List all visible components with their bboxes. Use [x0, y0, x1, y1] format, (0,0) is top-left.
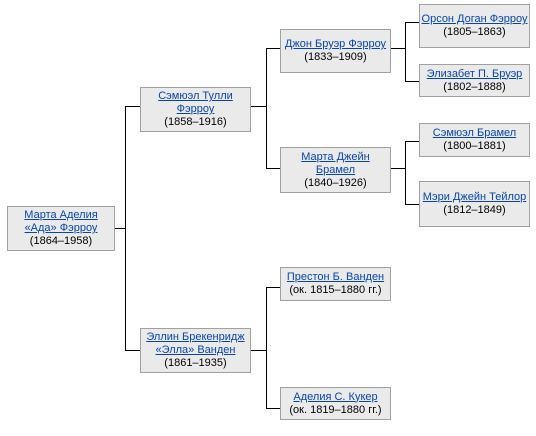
connector-line	[405, 81, 419, 82]
connector-line	[266, 48, 280, 49]
connector-line	[405, 141, 406, 205]
connector-line	[405, 22, 419, 23]
person-link-orson[interactable]: Орсон Доган Фэрроу	[421, 13, 528, 25]
person-box-samuel-tully: Сэмюэл Тулли Фэрроу (1858–1916)	[140, 87, 251, 132]
connector-line	[266, 408, 280, 409]
person-dates-ellin: (1861–1935)	[164, 357, 227, 369]
person-box-marta-jane: Марта Джейн Брамел (1840–1926)	[280, 147, 391, 193]
person-link-mary-jane[interactable]: Мэри Джейн Тейлор	[422, 191, 527, 203]
connector-line	[266, 168, 280, 169]
person-box-elizabet: Элизабет П. Бруэр (1802–1888)	[419, 64, 530, 97]
person-link-samuel-tully[interactable]: Сэмюэл Тулли Фэрроу	[158, 90, 233, 115]
connector-line	[391, 48, 405, 49]
connector-line	[405, 204, 419, 205]
person-dates-adelia: (ок. 1819–1880 гг.)	[289, 403, 382, 416]
connector-line	[405, 141, 419, 142]
person-link-adelia[interactable]: Аделия С. Кукер	[293, 390, 378, 403]
connector-line	[391, 168, 405, 169]
connector-line	[125, 106, 126, 351]
person-link-ada[interactable]: Марта Аделия «Ада» Фэрроу	[24, 209, 98, 234]
person-box-adelia: Аделия С. Кукер (ок. 1819–1880 гг.)	[280, 387, 391, 420]
person-dates-orson: (1805–1863)	[443, 26, 506, 38]
person-dates-ada: (1864–1958)	[29, 235, 93, 247]
connector-line	[405, 22, 406, 82]
connector-line	[251, 350, 266, 351]
person-dates-samuel-bramel: (1800–1881)	[443, 140, 506, 152]
person-box-john-bruer: Джон Бруэр Фэрроу (1833–1909)	[280, 29, 391, 73]
person-dates-preston: (ок. 1815–1880 гг.)	[289, 284, 382, 296]
person-box-orson: Орсон Доган Фэрроу (1805–1863)	[419, 4, 530, 48]
person-box-preston: Престон Б. Ванден (ок. 1815–1880 гг.)	[280, 267, 391, 301]
connector-line	[266, 48, 267, 169]
person-dates-john-bruer: (1833–1909)	[304, 51, 367, 63]
connector-line	[115, 228, 125, 229]
person-box-mary-jane: Мэри Джейн Тейлор (1812–1849)	[419, 181, 530, 227]
person-dates-mary-jane: (1812–1849)	[443, 204, 506, 216]
connector-line	[125, 350, 140, 351]
person-dates-samuel-tully: (1858–1916)	[164, 116, 227, 128]
person-link-marta-jane[interactable]: Марта Джейн Брамел	[301, 150, 370, 176]
connector-line	[125, 106, 140, 107]
person-link-ellin[interactable]: Эллин Брекенридж «Элла» Ванден	[146, 331, 245, 356]
person-link-preston[interactable]: Престон Б. Ванден	[286, 271, 385, 283]
person-link-john-bruer[interactable]: Джон Бруэр Фэрроу	[284, 38, 387, 50]
connector-line	[266, 287, 280, 288]
person-link-samuel-bramel[interactable]: Сэмюэл Брамел	[432, 127, 517, 139]
person-dates-elizabet: (1802–1888)	[443, 80, 506, 93]
person-link-elizabet[interactable]: Элизабет П. Бруэр	[426, 67, 523, 80]
connector-line	[266, 287, 267, 409]
person-box-ada: Марта Аделия «Ада» Фэрроу (1864–1958)	[7, 206, 115, 251]
person-dates-marta-jane: (1840–1926)	[304, 176, 367, 189]
person-box-samuel-bramel: Сэмюэл Брамел (1800–1881)	[419, 123, 530, 157]
connector-line	[251, 106, 266, 107]
person-box-ellin: Эллин Брекенридж «Элла» Ванден (1861–193…	[140, 328, 251, 373]
